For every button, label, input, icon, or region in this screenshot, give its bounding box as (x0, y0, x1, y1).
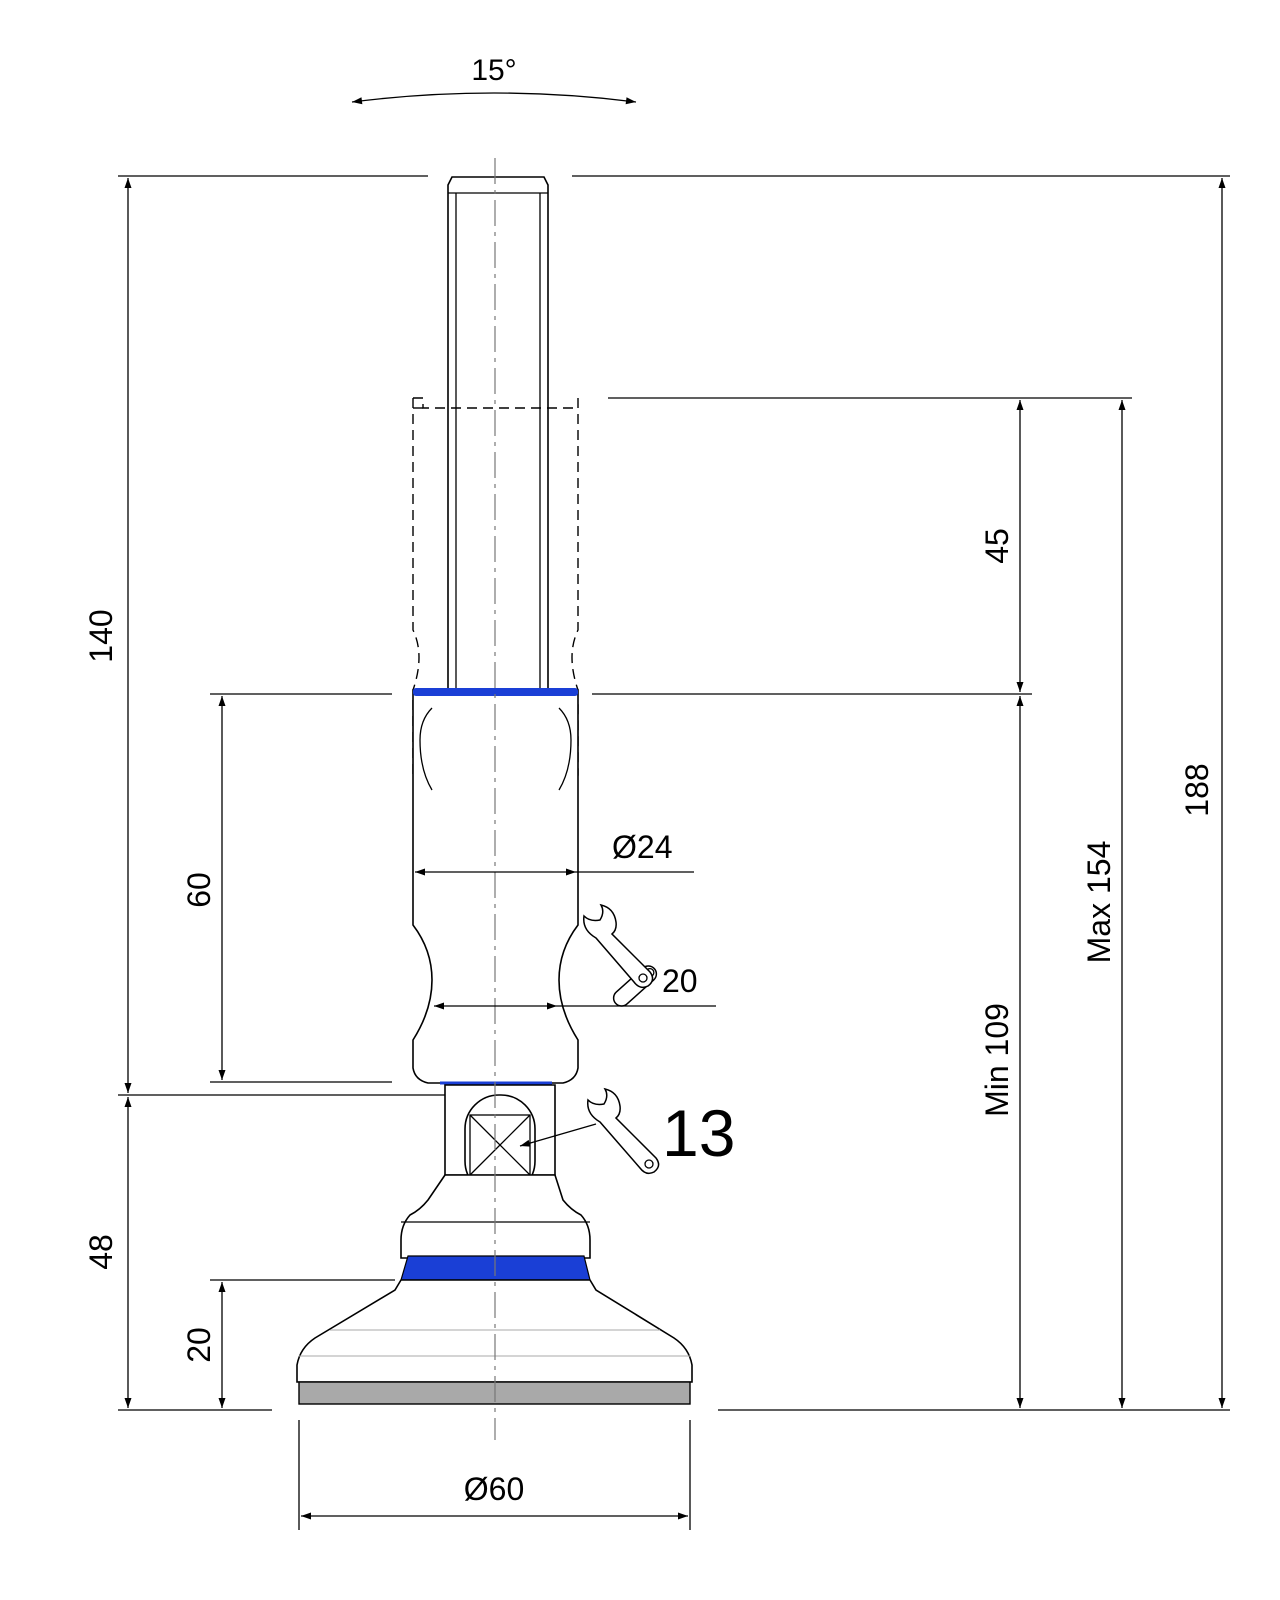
dimension-diameter-60-label: Ø60 (464, 1471, 524, 1507)
dimension-48: 48 (83, 1097, 132, 1408)
dimension-min-109-label: Min 109 (979, 1003, 1015, 1117)
dimension-max-154-label: Max 154 (1081, 841, 1117, 964)
dimension-min-109: Min 109 (979, 696, 1024, 1408)
dimension-wrench-13-label: 13 (662, 1096, 735, 1170)
wrench-icon (583, 903, 654, 989)
dimension-wrench-13: 13 (519, 1096, 735, 1170)
dimension-60-label: 60 (181, 872, 217, 908)
dimension-20-foot: 20 (181, 1282, 226, 1408)
dimension-diameter-24-label: Ø24 (612, 829, 672, 865)
extension-lines (118, 175, 1230, 1530)
dimension-140-label: 140 (83, 609, 119, 662)
dimension-wrench-20: 20 (434, 963, 716, 1010)
dimension-140: 140 (83, 178, 132, 1093)
dimension-45: 45 (979, 400, 1024, 692)
angle-label: 15° (471, 54, 516, 87)
dimension-48-label: 48 (83, 1234, 119, 1270)
hex-neck (444, 1084, 556, 1196)
dimension-45-label: 45 (979, 528, 1015, 564)
dimension-diameter-24: Ø24 (415, 829, 694, 876)
angle-indicator: 15° (351, 54, 637, 105)
dimension-188-label: 188 (1179, 763, 1215, 816)
dimension-60: 60 (181, 696, 226, 1080)
dimension-wrench-20-label: 20 (662, 963, 698, 999)
leveling-foot (296, 158, 693, 1440)
dimension-188: 188 (1179, 178, 1226, 1408)
dimension-max-154: Max 154 (1081, 400, 1126, 1408)
wrench-icon (587, 1087, 660, 1175)
dimension-diameter-60: Ø60 (301, 1471, 688, 1520)
dimension-20-foot-label: 20 (181, 1327, 217, 1363)
body-accent-ring (413, 688, 578, 696)
